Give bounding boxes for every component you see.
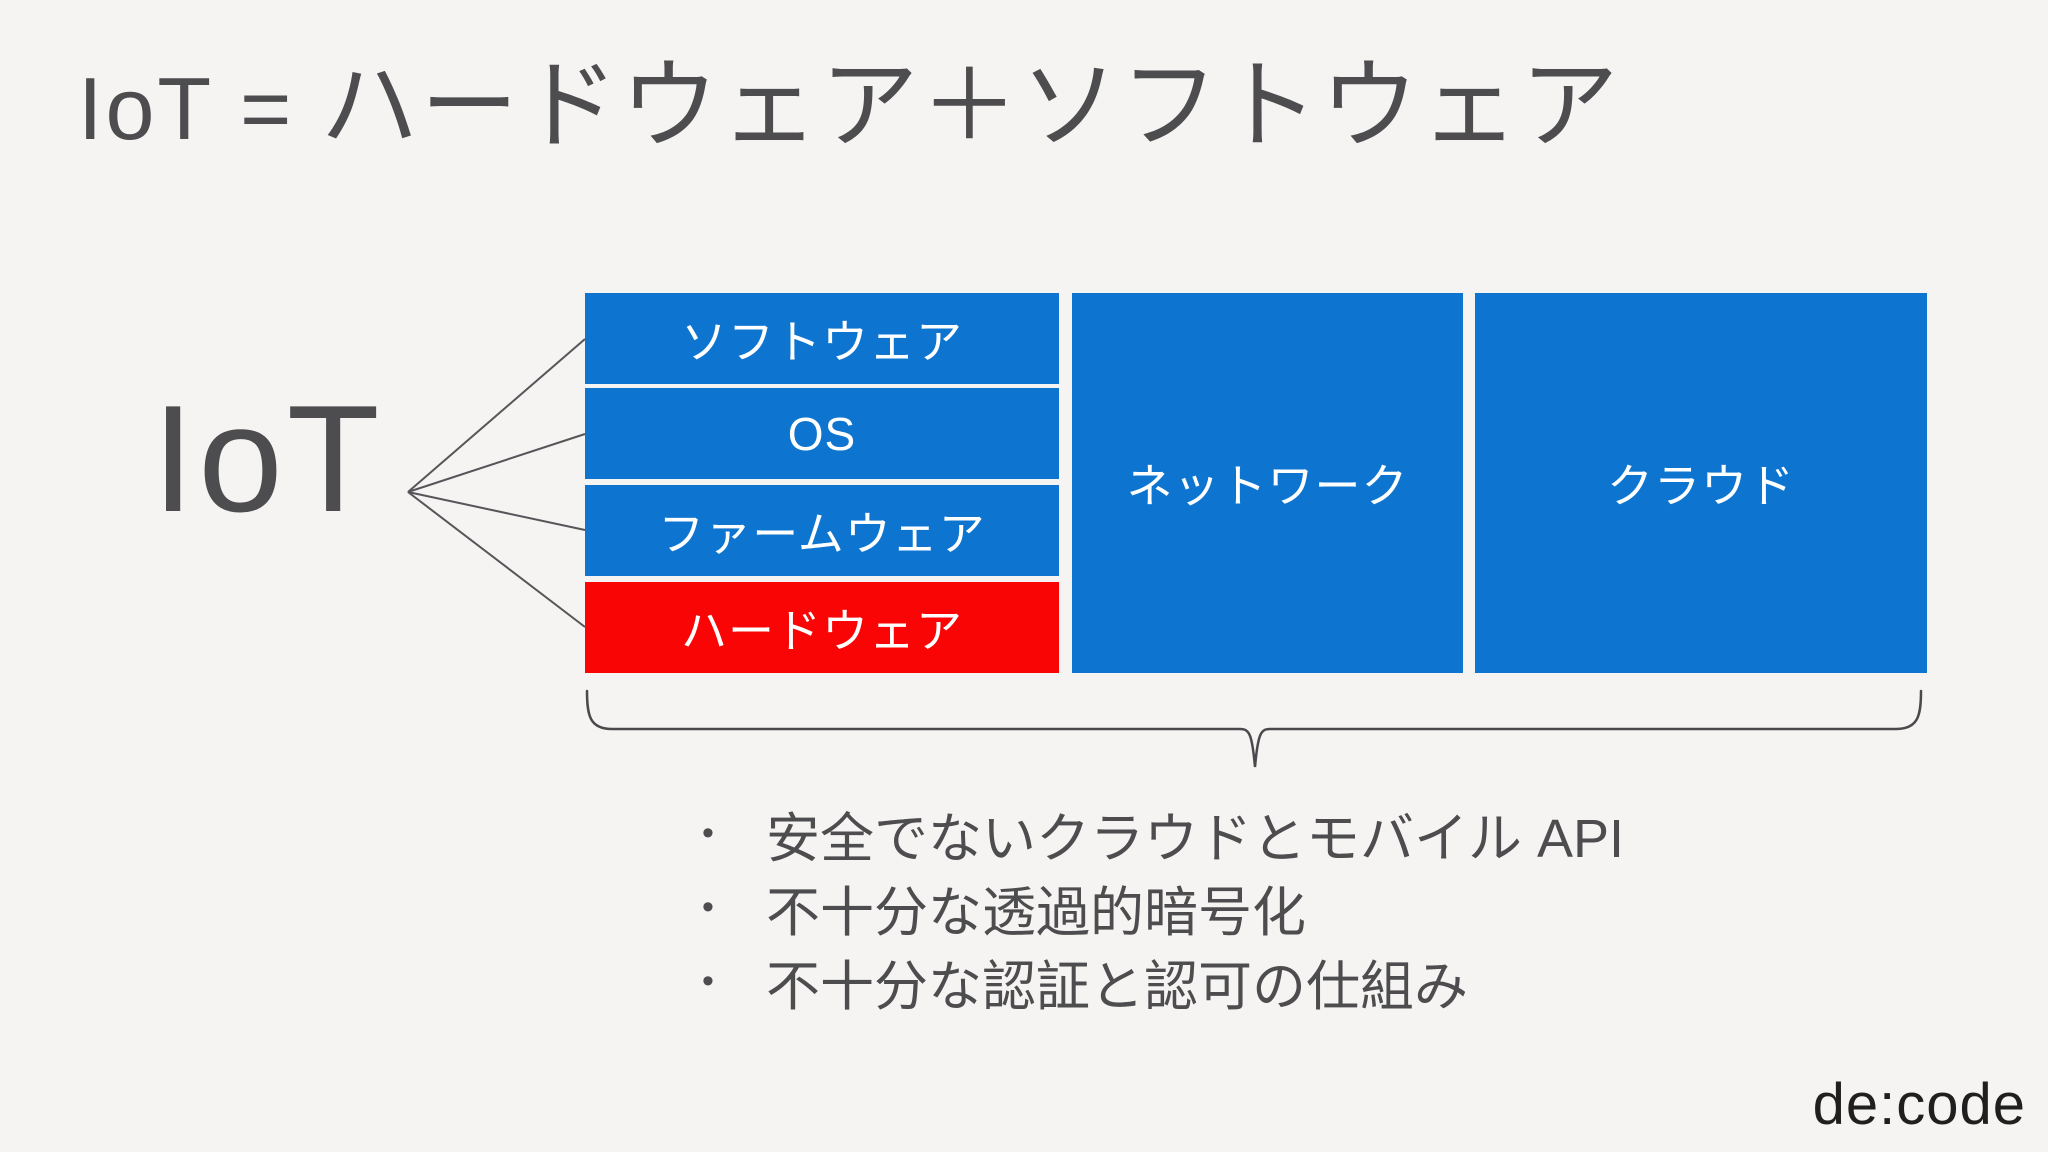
bullet-icon: • xyxy=(702,813,714,852)
stack-box-label: ハードウェア xyxy=(681,604,963,657)
stack-box-firmware: ファームウェア xyxy=(585,485,1059,576)
slide-title-prefix: IoT = xyxy=(78,59,295,158)
stack-box-label: ソフトウェア xyxy=(681,315,963,368)
list-item: • 安全でないクラウドとモバイル API xyxy=(692,796,1624,870)
decode-logo: de:code xyxy=(1812,1072,2026,1137)
network-box: ネットワーク xyxy=(1072,293,1463,673)
connector-lines xyxy=(407,338,586,628)
list-item: • 不十分な透過的暗号化 xyxy=(692,870,1624,944)
cloud-box: クラウド xyxy=(1475,293,1927,673)
bullet-text: 不十分な認証と認可の仕組み xyxy=(766,956,1468,1017)
iot-root-label: IoT xyxy=(152,374,384,544)
bullet-text: 安全でないクラウドとモバイル API xyxy=(766,808,1625,869)
slide-title-main: ハードウェア＋ソフトウェア xyxy=(320,50,1621,160)
stack-box-os: OS xyxy=(585,388,1059,479)
slide-title: IoT = ハードウェア＋ソフトウェア xyxy=(78,26,1620,168)
bullet-list: • 安全でないクラウドとモバイル API • 不十分な透過的暗号化 • 不十分な… xyxy=(692,796,1624,1018)
stack-box-hardware: ハードウェア xyxy=(585,582,1059,673)
network-box-label: ネットワーク xyxy=(1126,460,1409,512)
bullet-icon: • xyxy=(702,887,714,926)
stack-box-software: ソフトウェア xyxy=(585,293,1059,384)
cloud-box-label: クラウド xyxy=(1607,460,1795,512)
stack-box-label: ファームウェア xyxy=(658,507,986,560)
list-item: • 不十分な認証と認可の仕組み xyxy=(692,944,1624,1018)
brace xyxy=(585,689,1923,768)
bullet-icon: • xyxy=(702,961,714,1000)
bullet-text: 不十分な透過的暗号化 xyxy=(766,882,1306,943)
stack-box-label: OS xyxy=(787,407,857,460)
